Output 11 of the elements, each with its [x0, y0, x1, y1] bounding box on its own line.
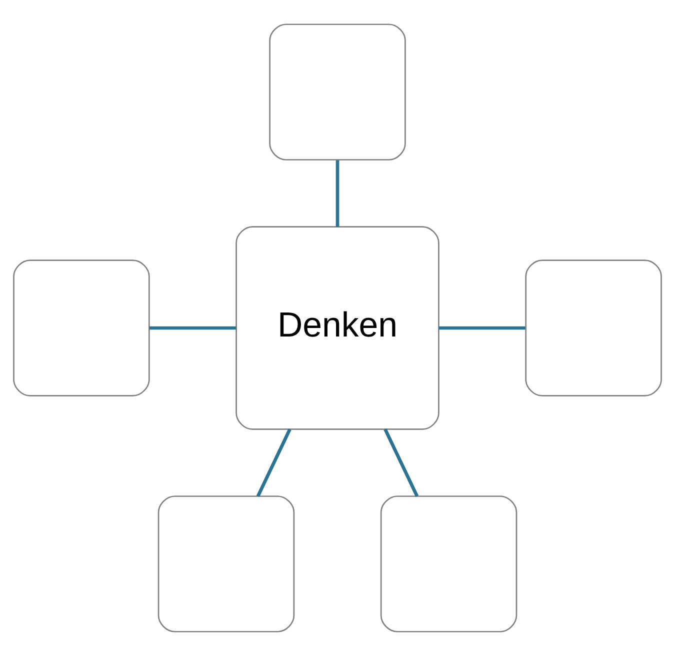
connector [384, 428, 419, 496]
node-box [380, 495, 518, 632]
node-box [13, 259, 150, 396]
connector [439, 326, 526, 330]
connector [336, 160, 340, 226]
connector [256, 428, 292, 496]
node-box [525, 259, 662, 396]
node-box: Denken [236, 226, 440, 430]
node-box [158, 495, 295, 632]
connector [149, 326, 236, 330]
node-box [269, 23, 406, 160]
